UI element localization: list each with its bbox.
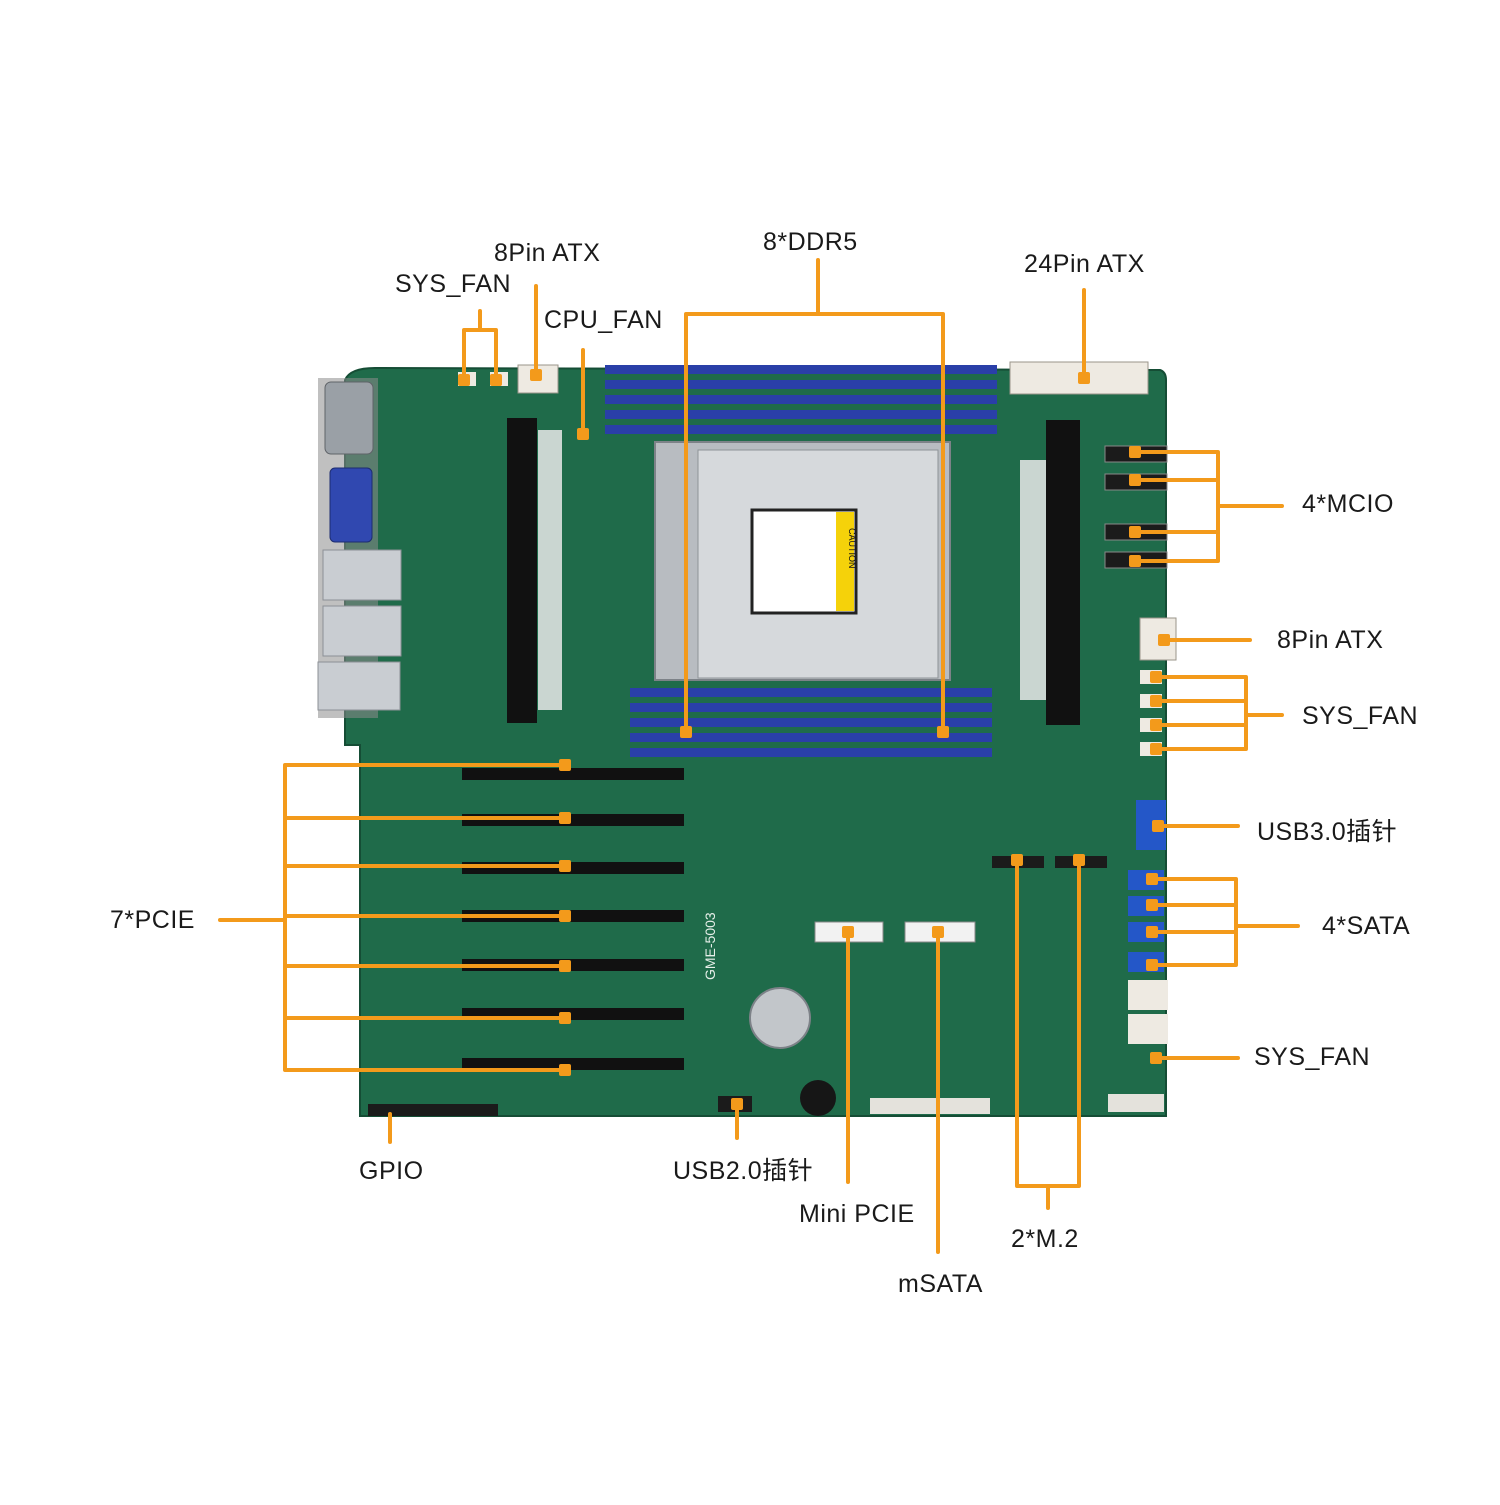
vrm-right-2: [1020, 460, 1046, 700]
callout-lines: [218, 258, 1300, 1254]
callout-sata: [1150, 877, 1300, 967]
label-msata: mSATA: [898, 1270, 983, 1298]
label-mini-pcie: Mini PCIE: [799, 1200, 915, 1228]
cpu-caution-text: CAUTION: [847, 528, 857, 569]
bottom-white-headers: [870, 1094, 1164, 1114]
label-gpio: GPIO: [359, 1157, 424, 1185]
sys-fan-lower-connectors: [1128, 980, 1168, 1044]
label-usb20: USB2.0插针: [673, 1157, 814, 1185]
callout-dots: [458, 369, 1170, 1110]
label-usb30: USB3.0插针: [1257, 818, 1398, 846]
lan-port-3: [317, 661, 401, 711]
gpio-header: [368, 1104, 498, 1116]
callout-pcie: [218, 763, 567, 1072]
label-cpu-fan: CPU_FAN: [544, 306, 663, 334]
label-24pin-atx: 24Pin ATX: [1024, 250, 1145, 278]
label-m2: 2*M.2: [1011, 1225, 1079, 1253]
label-sata: 4*SATA: [1322, 912, 1411, 940]
lan-port-1: [322, 549, 402, 601]
label-8pin-atx-right: 8Pin ATX: [1277, 626, 1384, 654]
vrm-right: [1046, 420, 1080, 725]
label-sys-fan-right: SYS_FAN: [1302, 702, 1419, 730]
vrm-left: [507, 418, 537, 723]
vga-port: [329, 467, 373, 543]
callout-mcio: [1133, 450, 1284, 563]
lan-port-2: [322, 605, 402, 657]
label-sys-fan-top: SYS_FAN: [395, 270, 512, 298]
callout-m2: [1015, 858, 1081, 1210]
serial-port: [324, 381, 374, 455]
dimm-slots-bottom: [630, 688, 992, 757]
cmos-battery: [749, 987, 811, 1049]
callout-ddr5: [684, 258, 945, 734]
label-sys-fan-bottom: SYS_FAN: [1254, 1043, 1371, 1071]
label-8pin-atx-top: 8Pin ATX: [494, 239, 601, 267]
label-mcio: 4*MCIO: [1302, 490, 1394, 518]
cpu-caution-stripe: [836, 512, 854, 611]
vrm-left-2: [538, 430, 562, 710]
label-pcie: 7*PCIE: [110, 906, 195, 934]
label-ddr5: 8*DDR5: [763, 228, 858, 256]
dimm-slots-top: [605, 365, 997, 434]
board-model-text: GME-5003: [702, 912, 718, 980]
buzzer: [800, 1080, 836, 1116]
callout-sysfan-right: [1154, 675, 1284, 751]
callout-sysfan-top: [462, 309, 498, 382]
